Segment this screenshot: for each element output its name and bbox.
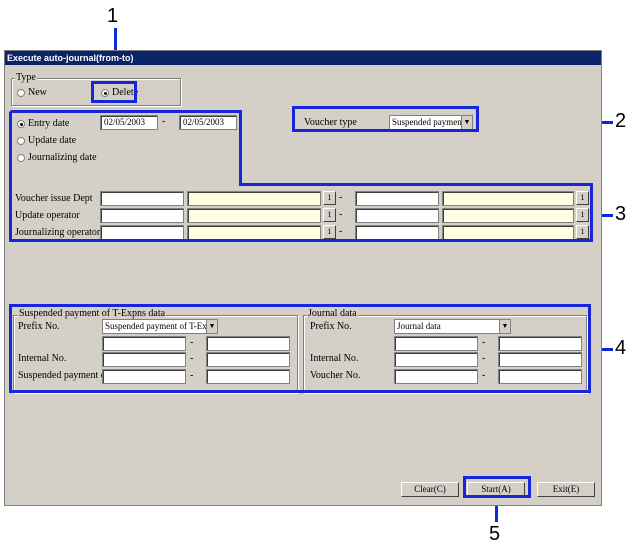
- suspended-number-from[interactable]: [102, 369, 186, 384]
- journal-prefix-label: Prefix No.: [310, 321, 352, 332]
- range-separator: -: [339, 192, 343, 203]
- date-radio-entry[interactable]: Entry date: [17, 118, 69, 129]
- type-group-label: Type: [15, 72, 37, 83]
- voucher-type-value: Suspended payment: [392, 117, 465, 127]
- suspended-internal-label: Internal No.: [18, 353, 67, 364]
- radio-icon: [17, 136, 25, 145]
- radio-selected-icon: [101, 88, 109, 97]
- radio-label: Delete: [112, 87, 139, 98]
- row-label-voucher-issue-dept: Voucher issue Dept: [15, 193, 93, 204]
- journal-group-label: Journal data: [307, 308, 358, 319]
- suspended-prefix-value: Suspended payment of T-Exp: [105, 321, 212, 331]
- callout-2: 2: [615, 110, 627, 132]
- journal-voucher-to[interactable]: [498, 369, 582, 384]
- suspended-prefix-from[interactable]: [102, 336, 186, 351]
- callout-4-line: [592, 348, 613, 351]
- voucher-dept-to-code[interactable]: [355, 191, 439, 206]
- journal-prefix-value: Journal data: [397, 321, 441, 331]
- update-operator-to-name: [442, 208, 574, 223]
- range-separator: -: [339, 226, 343, 237]
- suspended-prefix-select[interactable]: Suspended payment of T-Exp ▼: [102, 319, 218, 334]
- lookup-button[interactable]: 1: [576, 208, 589, 222]
- update-operator-from-code[interactable]: [100, 208, 184, 223]
- lookup-button[interactable]: 1: [576, 191, 589, 205]
- suspended-group-label: Suspended payment of T-Expns data: [18, 308, 167, 319]
- voucher-dept-from-name: [187, 191, 321, 206]
- callout-5: 5: [489, 523, 501, 545]
- radio-selected-icon: [17, 119, 25, 128]
- date-to-field[interactable]: 02/05/2003: [179, 115, 237, 130]
- journal-internal-label: Internal No.: [310, 353, 359, 364]
- type-radio-delete[interactable]: Delete: [101, 87, 138, 98]
- journal-voucher-from[interactable]: [394, 369, 478, 384]
- row-label-journalizing-operator: Journalizing operator: [15, 227, 101, 238]
- radio-label: Update date: [28, 135, 77, 146]
- radio-label: New: [28, 87, 47, 98]
- journal-voucher-label: Voucher No.: [310, 370, 361, 381]
- callout-1: 1: [107, 5, 119, 27]
- callout-4: 4: [615, 337, 627, 359]
- highlight-start-button: [463, 476, 531, 498]
- voucher-dept-to-name: [442, 191, 574, 206]
- lookup-button[interactable]: 1: [323, 191, 336, 205]
- journal-prefix-from[interactable]: [394, 336, 478, 351]
- radio-label: Journalizing date: [28, 152, 97, 163]
- suspended-number-to[interactable]: [206, 369, 290, 384]
- voucher-type-label: Voucher type: [304, 117, 357, 128]
- update-operator-to-code[interactable]: [355, 208, 439, 223]
- chevron-down-icon: ▼: [206, 320, 217, 333]
- journal-prefix-to[interactable]: [498, 336, 582, 351]
- range-separator: -: [190, 337, 194, 348]
- callout-5-line: [495, 498, 498, 522]
- row-label-update-operator: Update operator: [15, 210, 80, 221]
- suspended-third-label: Suspended payment of: [18, 370, 110, 381]
- date-radio-journalizing[interactable]: Journalizing date: [17, 152, 97, 163]
- voucher-dept-from-code[interactable]: [100, 191, 184, 206]
- journal-prefix-select[interactable]: Journal data ▼: [394, 319, 511, 334]
- chevron-down-icon: ▼: [499, 320, 510, 333]
- range-separator: -: [190, 353, 194, 364]
- range-separator: -: [162, 116, 166, 127]
- radio-icon: [17, 153, 25, 162]
- suspended-internal-from[interactable]: [102, 352, 186, 367]
- highlight-voucher-type: [292, 106, 479, 132]
- highlight-delete-option: [91, 81, 137, 103]
- type-group: [11, 78, 181, 106]
- update-operator-from-name: [187, 208, 321, 223]
- callout-3: 3: [615, 203, 627, 225]
- range-separator: -: [482, 370, 486, 381]
- chevron-down-icon: ▼: [461, 116, 472, 129]
- lookup-button[interactable]: 1: [323, 225, 336, 239]
- radio-icon: [17, 88, 25, 97]
- radio-label: Entry date: [28, 118, 70, 129]
- window-title: Execute auto-journal(from-to): [5, 51, 601, 65]
- type-radio-new[interactable]: New: [17, 87, 47, 98]
- range-separator: -: [190, 370, 194, 381]
- suspended-internal-to[interactable]: [206, 352, 290, 367]
- range-separator: -: [482, 353, 486, 364]
- range-separator: -: [482, 337, 486, 348]
- highlight-number-groups: [9, 304, 591, 393]
- suspended-prefix-to[interactable]: [206, 336, 290, 351]
- clear-button[interactable]: Clear(C): [401, 482, 459, 497]
- lookup-button[interactable]: 1: [323, 208, 336, 222]
- callout-3-line: [593, 214, 613, 217]
- date-radio-update[interactable]: Update date: [17, 135, 76, 146]
- exit-button[interactable]: Exit(E): [537, 482, 595, 497]
- lookup-button[interactable]: 1: [576, 225, 589, 239]
- journal-internal-from[interactable]: [394, 352, 478, 367]
- range-separator: -: [339, 209, 343, 220]
- suspended-prefix-label: Prefix No.: [18, 321, 60, 332]
- date-from-field[interactable]: 02/05/2003: [100, 115, 158, 130]
- journal-internal-to[interactable]: [498, 352, 582, 367]
